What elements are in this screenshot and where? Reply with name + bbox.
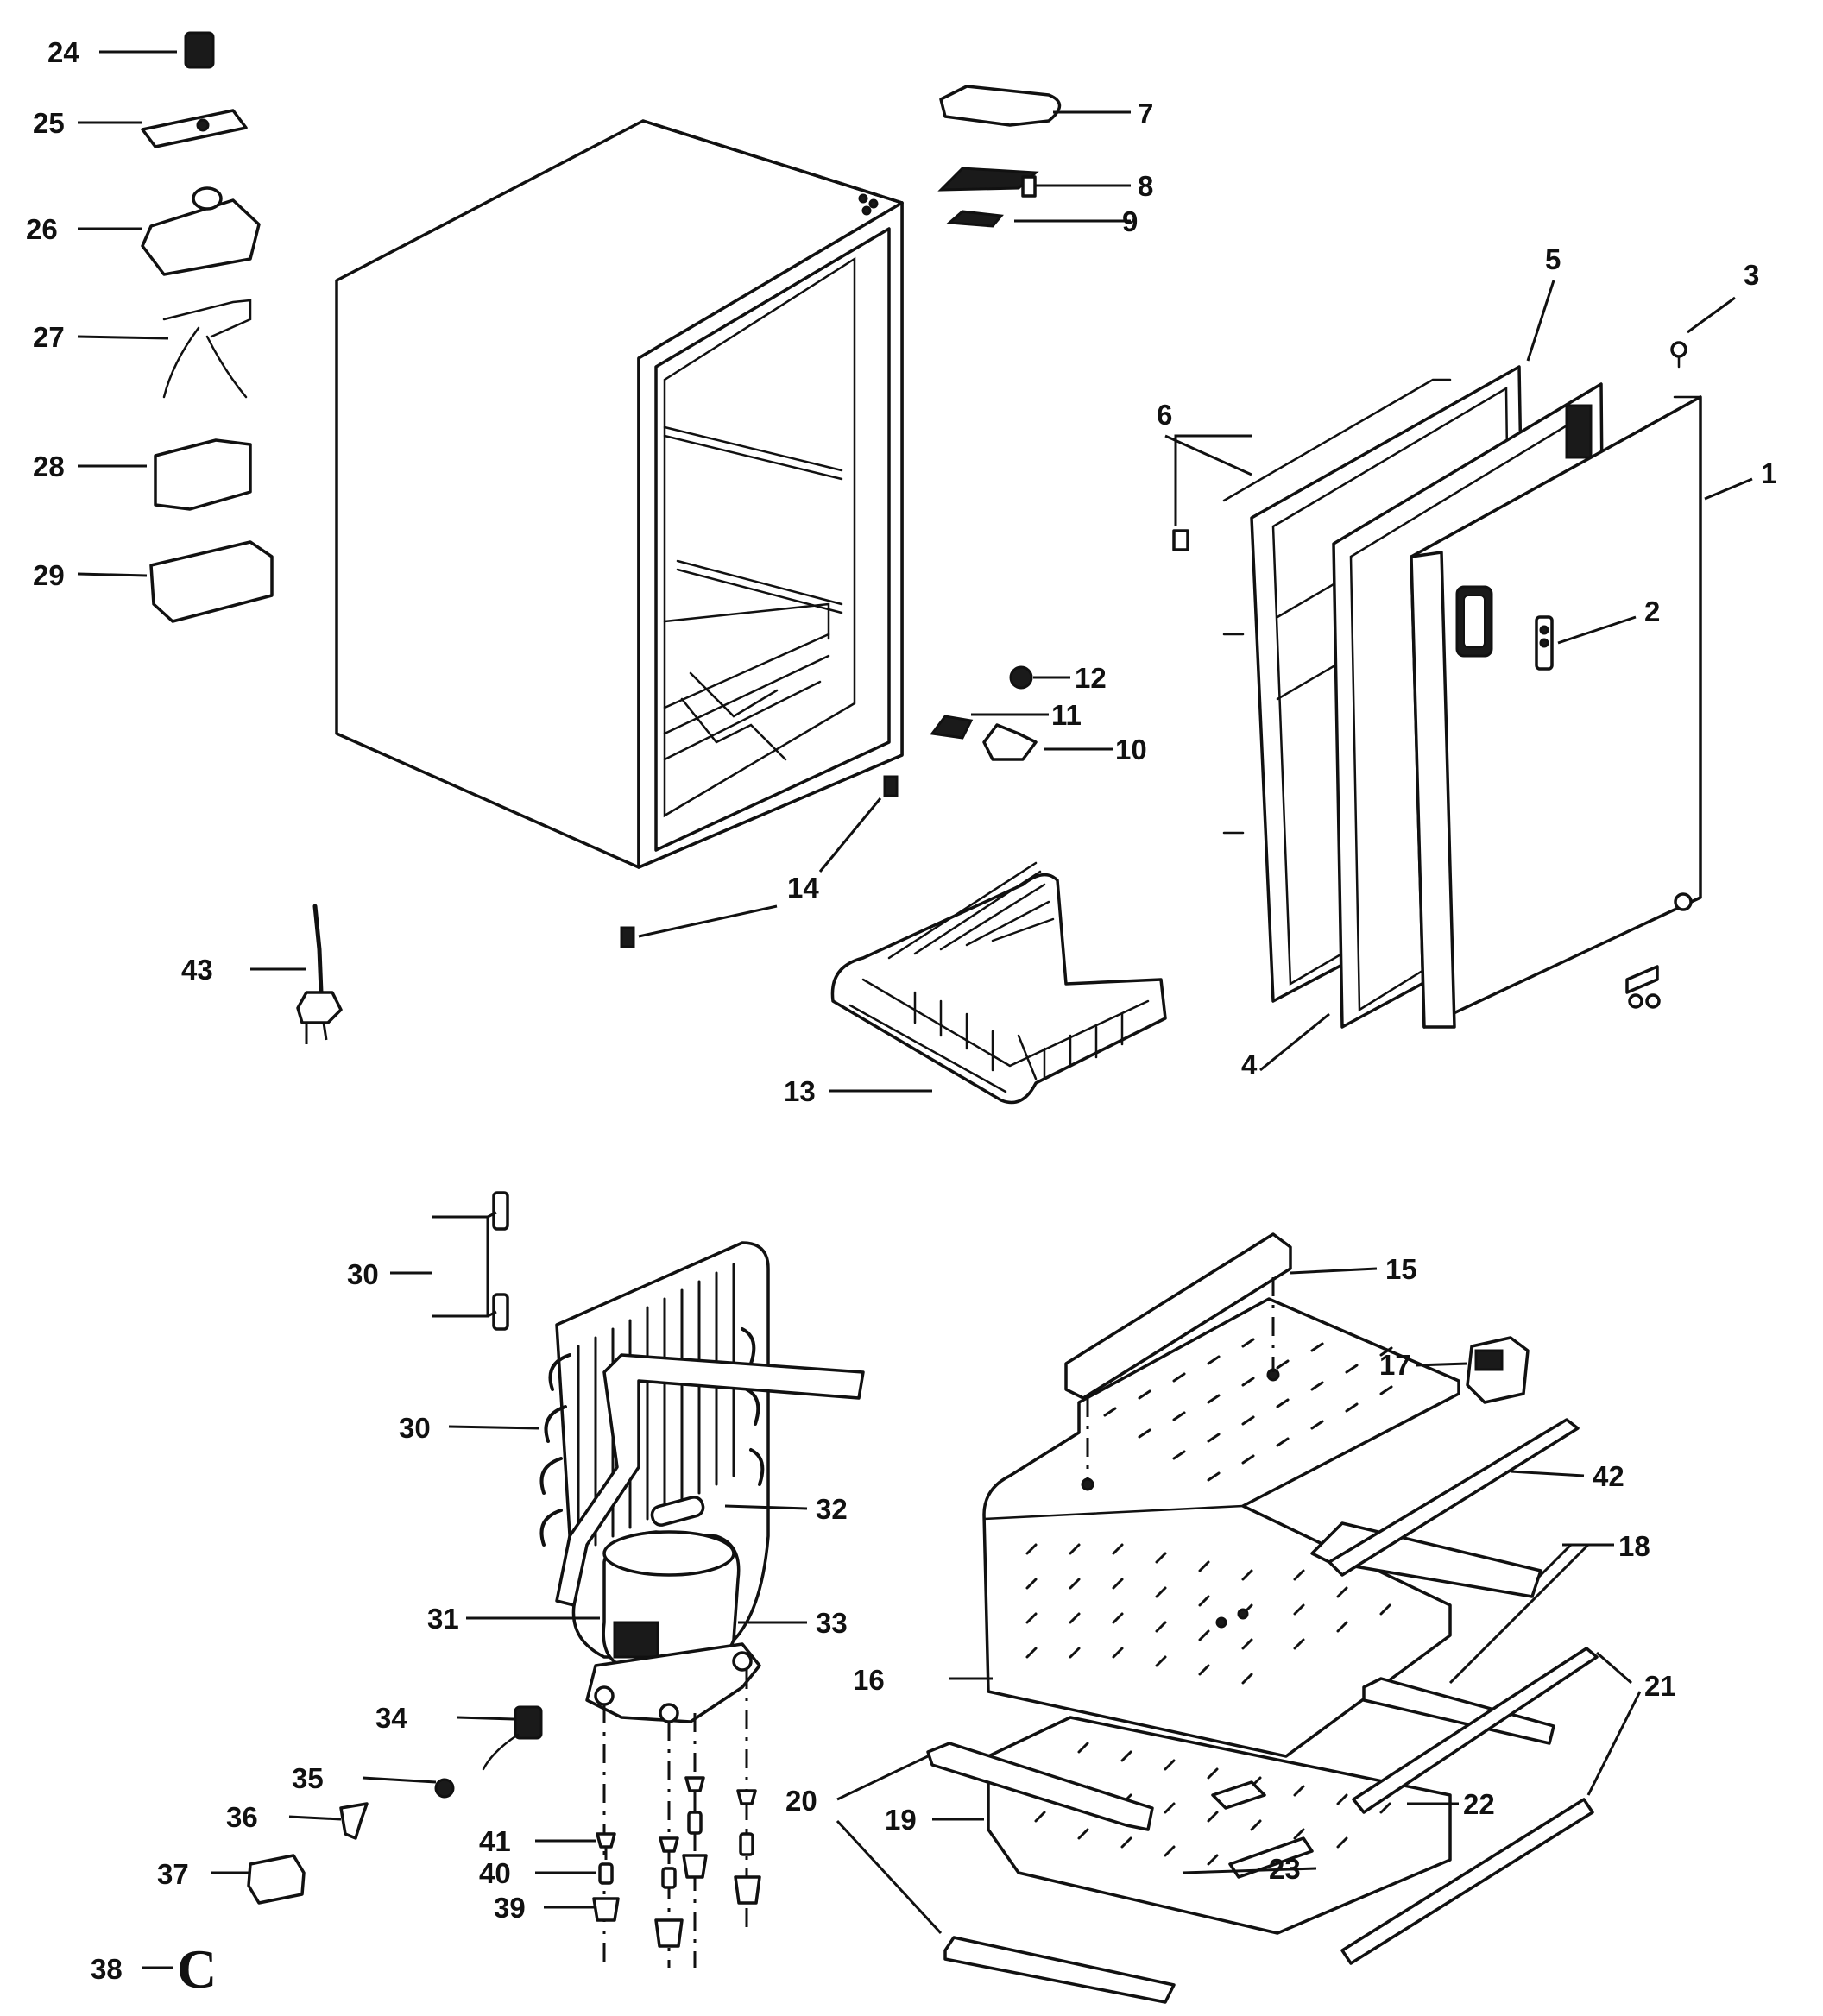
callout-8: 8 — [1138, 170, 1153, 202]
power-cord — [296, 904, 343, 1044]
callout-14: 14 — [787, 872, 819, 904]
callout-35: 35 — [292, 1762, 324, 1794]
callout-10: 10 — [1115, 734, 1147, 765]
callout-18: 18 — [1618, 1530, 1650, 1562]
callout-15: 15 — [1385, 1253, 1417, 1285]
callout-37: 37 — [157, 1858, 189, 1890]
callout-40: 40 — [479, 1857, 511, 1889]
callout-29: 29 — [33, 559, 65, 591]
callout-19: 19 — [885, 1804, 917, 1836]
callout-13: 13 — [784, 1075, 816, 1107]
callout-7: 7 — [1138, 98, 1153, 129]
retaining-clip-38: C — [177, 1938, 217, 2000]
electrical-parts — [141, 31, 274, 623]
callout-1: 1 — [1761, 457, 1776, 489]
leader-lines — [77, 50, 1753, 1969]
callout-21: 21 — [1644, 1670, 1676, 1702]
callout-24: 24 — [47, 36, 79, 68]
callout-39: 39 — [494, 1892, 526, 1924]
callout-38: 38 — [91, 1953, 123, 1985]
hinge-parts — [620, 85, 1062, 948]
condenser-assembly — [247, 1191, 865, 1968]
callout-9: 9 — [1122, 205, 1138, 237]
callout-11: 11 — [1051, 699, 1082, 731]
callout-numbers: 1 2 3 4 5 6 7 8 9 10 11 12 13 14 15 16 1… — [26, 36, 1776, 2000]
callout-3: 3 — [1744, 259, 1759, 291]
callout-34: 34 — [375, 1702, 407, 1734]
callout-17: 17 — [1379, 1349, 1411, 1381]
callout-16: 16 — [853, 1664, 885, 1696]
callout-33: 33 — [816, 1607, 848, 1639]
callout-23: 23 — [1269, 1853, 1301, 1885]
callout-36: 36 — [226, 1801, 258, 1833]
door-assembly — [1172, 341, 1702, 1029]
callout-43: 43 — [181, 954, 213, 986]
callout-4: 4 — [1241, 1049, 1258, 1080]
callout-12: 12 — [1075, 662, 1107, 694]
callout-41: 41 — [479, 1825, 511, 1857]
cabinet — [335, 119, 904, 869]
callout-30-condenser: 30 — [399, 1412, 431, 1444]
callout-22: 22 — [1463, 1788, 1495, 1820]
callout-42: 42 — [1593, 1460, 1624, 1492]
callout-6: 6 — [1157, 399, 1172, 431]
callout-28: 28 — [33, 450, 65, 482]
callout-32: 32 — [816, 1493, 848, 1525]
callout-2: 2 — [1644, 595, 1660, 627]
callout-20: 20 — [785, 1785, 817, 1817]
callout-31: 31 — [427, 1603, 459, 1635]
callout-5: 5 — [1545, 243, 1561, 275]
callout-30-clips: 30 — [347, 1258, 379, 1290]
cabinet-base-assembly — [926, 1232, 1599, 2004]
wire-basket — [830, 861, 1167, 1105]
callout-27: 27 — [33, 321, 65, 353]
callout-26: 26 — [26, 213, 58, 245]
callout-25: 25 — [33, 107, 65, 139]
